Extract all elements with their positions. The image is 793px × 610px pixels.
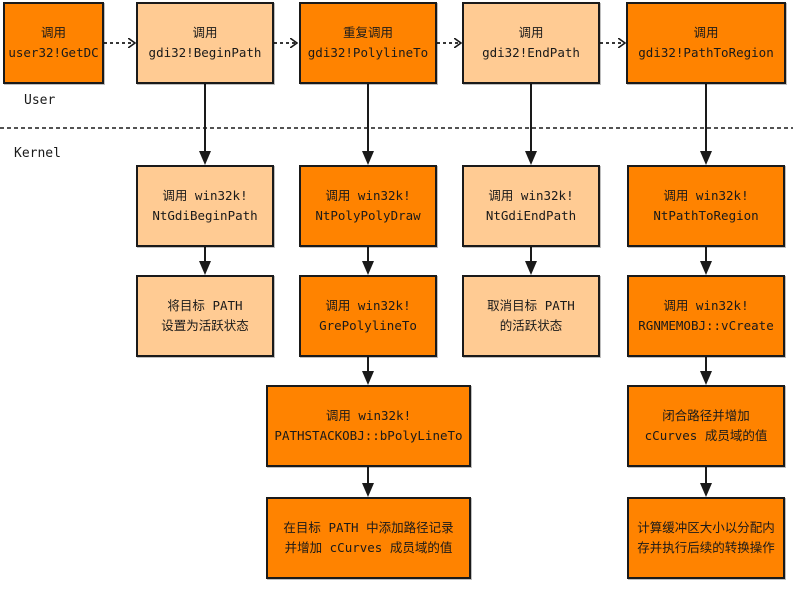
box-line2: gdi32!EndPath (482, 45, 580, 60)
box-close-path: 闭合路径并增加 cCurves 成员域的值 (627, 385, 785, 467)
box-ntgdibeginpath: 调用 win32k! NtGdiBeginPath (136, 165, 274, 247)
box-call-getdc: 调用 user32!GetDC (3, 2, 104, 84)
kernel-zone-label: Kernel (14, 146, 61, 161)
box-line2: cCurves 成员域的值 (644, 428, 768, 443)
arrowhead-icon (525, 261, 537, 275)
box-line2: gdi32!PathToRegion (638, 45, 774, 60)
arrowhead-icon (700, 483, 712, 497)
box-line1: 调用 (693, 25, 719, 40)
box-line2: 设置为活跃状态 (161, 318, 249, 333)
arrowhead-icon (199, 151, 211, 165)
box-line1: 调用 win32k! (663, 188, 749, 203)
box-line1: 调用 (518, 25, 544, 40)
box-line2: NtGdiEndPath (485, 208, 577, 223)
box-line1: 闭合路径并增加 (662, 408, 750, 423)
box-rgnmemobj-vcreate: 调用 win32k! RGNMEMOBJ::vCreate (627, 275, 785, 357)
box-line1: 调用 win32k! (325, 298, 411, 313)
box-line1: 将目标 PATH (167, 298, 243, 313)
box-ntpathtoregion: 调用 win32k! NtPathToRegion (627, 165, 785, 247)
box-line2: PATHSTACKOBJ::bPolyLineTo (274, 428, 463, 443)
box-line1: 调用 (192, 25, 218, 40)
box-line1: 调用 win32k! (488, 188, 574, 203)
arrowhead-icon (199, 261, 211, 275)
box-line1: 调用 win32k! (663, 298, 749, 313)
box-line2: RGNMEMOBJ::vCreate (638, 318, 774, 333)
arrowhead-icon (700, 371, 712, 385)
box-grepolylineto: 调用 win32k! GrePolylineTo (299, 275, 437, 357)
box-call-beginpath: 调用 gdi32!BeginPath (136, 2, 274, 84)
arrowhead-icon (362, 371, 374, 385)
box-line1: 调用 win32k! (325, 188, 411, 203)
box-line2: NtGdiBeginPath (152, 208, 258, 223)
box-line1: 重复调用 (342, 25, 393, 40)
arrowhead-icon (362, 151, 374, 165)
box-set-path-active: 将目标 PATH 设置为活跃状态 (136, 275, 274, 357)
box-line2: gdi32!PolylineTo (307, 45, 429, 60)
box-ntgdiendpath: 调用 win32k! NtGdiEndPath (462, 165, 600, 247)
box-line2: 存并执行后续的转换操作 (637, 540, 775, 555)
box-call-endpath: 调用 gdi32!EndPath (462, 2, 600, 84)
box-add-path-record: 在目标 PATH 中添加路径记录 并增加 cCurves 成员域的值 (266, 497, 471, 579)
box-line2: GrePolylineTo (319, 318, 417, 333)
box-line1: 调用 win32k! (162, 188, 248, 203)
arrowhead-icon (700, 261, 712, 275)
arrowhead-icon (362, 483, 374, 497)
box-bpolylineto: 调用 win32k! PATHSTACKOBJ::bPolyLineTo (266, 385, 471, 467)
box-line1: 调用 win32k! (325, 408, 412, 423)
box-line2: NtPathToRegion (653, 208, 759, 223)
box-line1: 计算缓冲区大小以分配内 (637, 520, 775, 535)
box-line1: 在目标 PATH 中添加路径记录 (283, 520, 454, 535)
box-call-polylineto: 重复调用 gdi32!PolylineTo (299, 2, 437, 84)
box-ntpolypolydraw: 调用 win32k! NtPolyPolyDraw (299, 165, 437, 247)
arrowhead-icon (700, 151, 712, 165)
box-line2: 的活跃状态 (499, 318, 563, 333)
box-line1: 取消目标 PATH (487, 298, 575, 313)
box-line1: 调用 (40, 25, 66, 40)
box-call-pathtoregion: 调用 gdi32!PathToRegion (626, 2, 786, 84)
box-line2: gdi32!BeginPath (148, 45, 262, 60)
box-clear-path-active: 取消目标 PATH 的活跃状态 (462, 275, 600, 357)
arrowhead-icon (525, 151, 537, 165)
box-line2: NtPolyPolyDraw (315, 208, 421, 223)
arrowhead-icon (362, 261, 374, 275)
box-compute-buffer: 计算缓冲区大小以分配内 存并执行后续的转换操作 (627, 497, 785, 579)
box-line2: user32!GetDC (8, 45, 99, 60)
box-line2: 并增加 cCurves 成员域的值 (284, 540, 453, 555)
user-zone-label: User (24, 93, 56, 108)
